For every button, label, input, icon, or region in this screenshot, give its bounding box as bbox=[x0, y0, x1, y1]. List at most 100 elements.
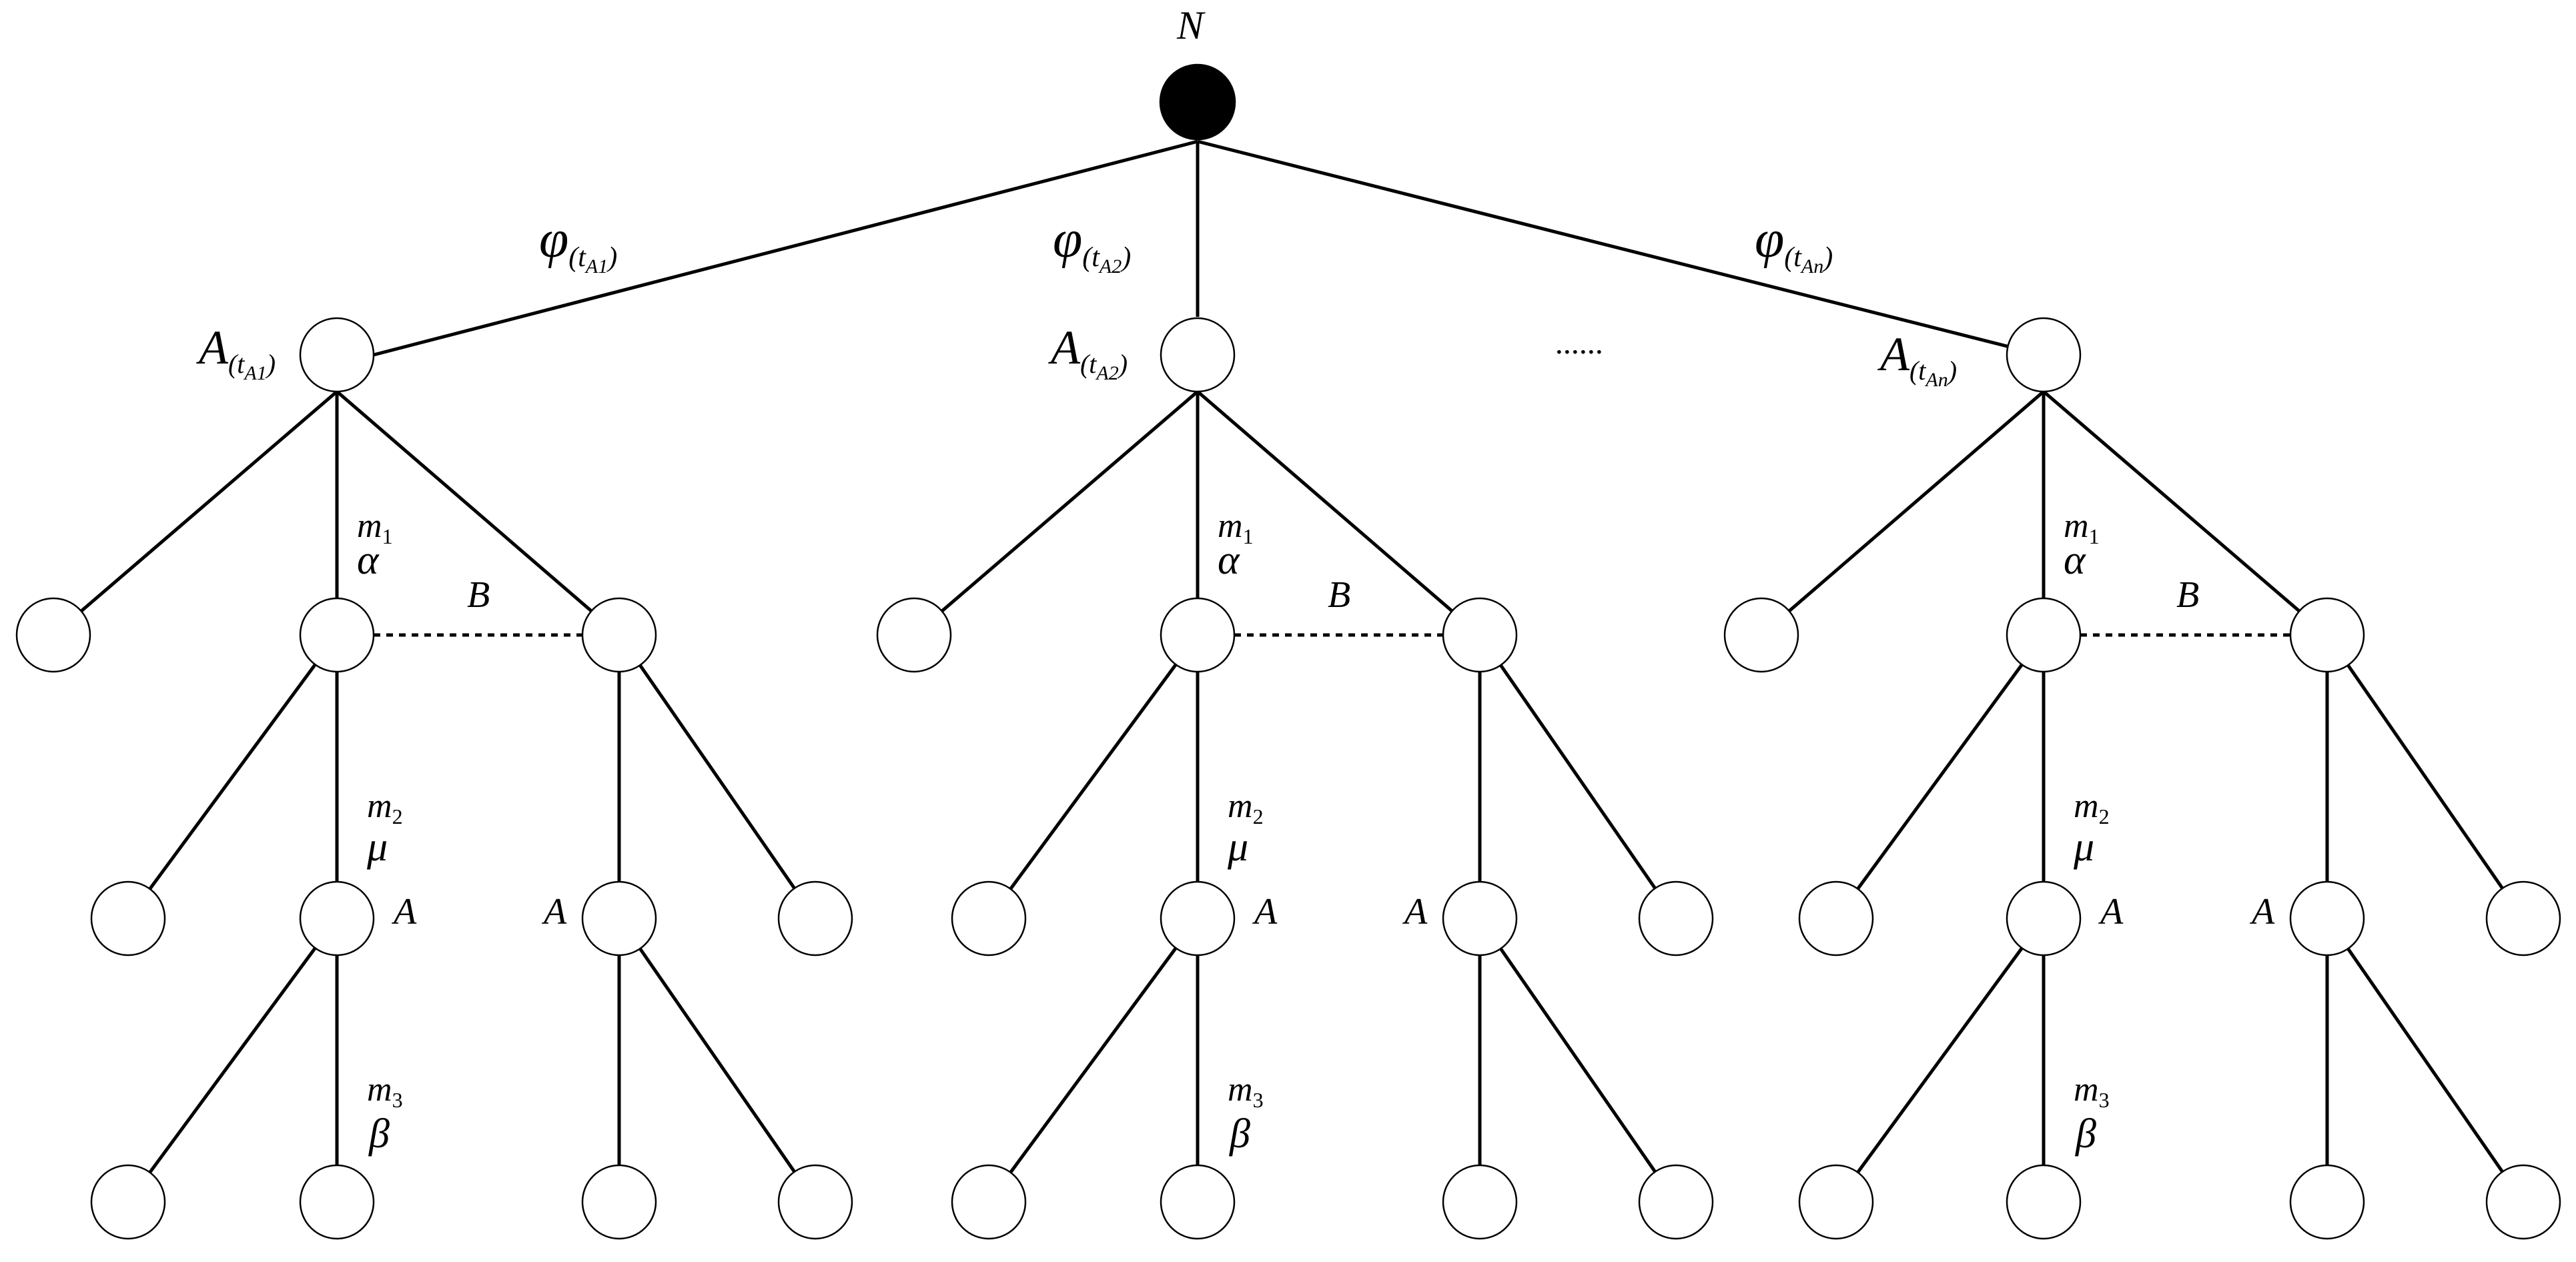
omitted-branches-ellipsis: ...... bbox=[1556, 326, 1604, 361]
node-label: A(tAn) bbox=[1877, 328, 1957, 391]
information-set-label: B bbox=[1328, 574, 1350, 616]
move-m1-label: m1 bbox=[1218, 507, 1254, 548]
node bbox=[1160, 597, 1236, 673]
edge bbox=[126, 634, 339, 920]
node bbox=[1442, 597, 1518, 673]
terminal-node bbox=[2289, 1164, 2365, 1240]
node bbox=[2006, 880, 2082, 957]
edge bbox=[52, 390, 338, 636]
node bbox=[299, 597, 375, 673]
node-a-label-left: A bbox=[1252, 891, 1278, 932]
edge bbox=[126, 917, 339, 1203]
move-label-3: φ(tAn) bbox=[1755, 210, 1833, 277]
move-symbol: φ bbox=[1755, 210, 1784, 269]
edge bbox=[1478, 634, 1678, 920]
mu-label: μ bbox=[1227, 824, 1248, 870]
beta-label: β bbox=[2075, 1111, 2096, 1157]
node bbox=[1442, 880, 1518, 957]
terminal-node bbox=[2006, 1164, 2082, 1240]
node-a-label-right: A bbox=[541, 891, 567, 932]
edge bbox=[1760, 390, 2045, 636]
move-m1-label: m1 bbox=[2064, 507, 2100, 548]
subtree-2: A(tA2) m1 α B m2 μ A A m3 β bbox=[876, 317, 1714, 1240]
move-m1-label: m1 bbox=[357, 507, 393, 548]
mu-label: μ bbox=[2073, 824, 2094, 870]
move-subscript: (tA2) bbox=[1082, 242, 1131, 277]
node-a-label-right: A bbox=[2249, 891, 2275, 932]
subtree-1: A(tA1) m1 α B m2 μ A A m3 β bbox=[15, 317, 853, 1240]
alpha-label: α bbox=[2064, 538, 2086, 583]
move-symbol: φ bbox=[1053, 210, 1082, 269]
node-label: A(tA1) bbox=[196, 321, 276, 384]
node-a-label-left: A bbox=[391, 891, 417, 932]
beta-label: β bbox=[1229, 1111, 1250, 1157]
terminal-node bbox=[581, 1164, 657, 1240]
root-label: N bbox=[1176, 3, 1206, 47]
edge bbox=[2042, 390, 2328, 636]
node bbox=[581, 880, 657, 957]
edge-root-to-branch-1 bbox=[373, 139, 1198, 357]
alpha-label: α bbox=[1218, 538, 1240, 583]
move-m2-label: m2 bbox=[367, 787, 403, 828]
node bbox=[876, 597, 952, 673]
alpha-label: α bbox=[357, 538, 380, 583]
beta-label: β bbox=[368, 1111, 390, 1157]
edge bbox=[2325, 634, 2525, 920]
terminal-node bbox=[1798, 1164, 1874, 1240]
node bbox=[581, 597, 657, 673]
root-node bbox=[1159, 63, 1236, 141]
edge bbox=[1478, 917, 1678, 1203]
mu-label: μ bbox=[366, 824, 388, 870]
node bbox=[90, 880, 166, 957]
node bbox=[1798, 880, 1874, 957]
node bbox=[1638, 880, 1714, 957]
terminal-node bbox=[2485, 1164, 2561, 1240]
node bbox=[1723, 597, 1799, 673]
node bbox=[2289, 880, 2365, 957]
move-label-1: φ(tA1) bbox=[539, 210, 617, 277]
node-label: A(tA2) bbox=[1048, 321, 1128, 384]
subtree-3: A(tAn) m1 α B m2 μ A A m3 β bbox=[1723, 317, 2561, 1240]
decision-node bbox=[299, 317, 375, 393]
move-subscript: (tAn) bbox=[1784, 242, 1833, 277]
node bbox=[777, 880, 853, 957]
terminal-node bbox=[299, 1164, 375, 1240]
move-m2-label: m2 bbox=[2074, 787, 2110, 828]
node bbox=[299, 880, 375, 957]
edge bbox=[336, 390, 620, 636]
move-subscript: (tA1) bbox=[568, 242, 617, 277]
node bbox=[2006, 597, 2082, 673]
move-m3-label: m3 bbox=[2074, 1071, 2110, 1112]
move-m2-label: m2 bbox=[1228, 787, 1264, 828]
move-m3-label: m3 bbox=[367, 1071, 403, 1112]
decision-node bbox=[2006, 317, 2082, 393]
terminal-node bbox=[1442, 1164, 1518, 1240]
edge bbox=[1834, 634, 2046, 920]
edge bbox=[617, 634, 817, 920]
information-set-label: B bbox=[2176, 574, 2199, 616]
terminal-node bbox=[1638, 1164, 1714, 1240]
terminal-node bbox=[777, 1164, 853, 1240]
edge-root-to-branch-3 bbox=[1197, 139, 2010, 349]
edge bbox=[987, 917, 1200, 1203]
node bbox=[2289, 597, 2365, 673]
node bbox=[951, 880, 1027, 957]
move-m3-label: m3 bbox=[1228, 1071, 1264, 1112]
node-a-label-left: A bbox=[2098, 891, 2124, 932]
edge bbox=[617, 917, 817, 1203]
move-symbol: φ bbox=[539, 210, 568, 269]
edge bbox=[2325, 917, 2525, 1203]
move-label-2: φ(tA2) bbox=[1053, 210, 1131, 277]
node bbox=[1160, 880, 1236, 957]
decision-node bbox=[1160, 317, 1236, 393]
edge bbox=[1196, 390, 1481, 636]
node bbox=[15, 597, 91, 673]
edge bbox=[1834, 917, 2046, 1203]
edge bbox=[987, 634, 1200, 920]
terminal-node bbox=[1160, 1164, 1236, 1240]
node-a-label-right: A bbox=[1402, 891, 1428, 932]
terminal-node bbox=[90, 1164, 166, 1240]
terminal-node bbox=[951, 1164, 1027, 1240]
